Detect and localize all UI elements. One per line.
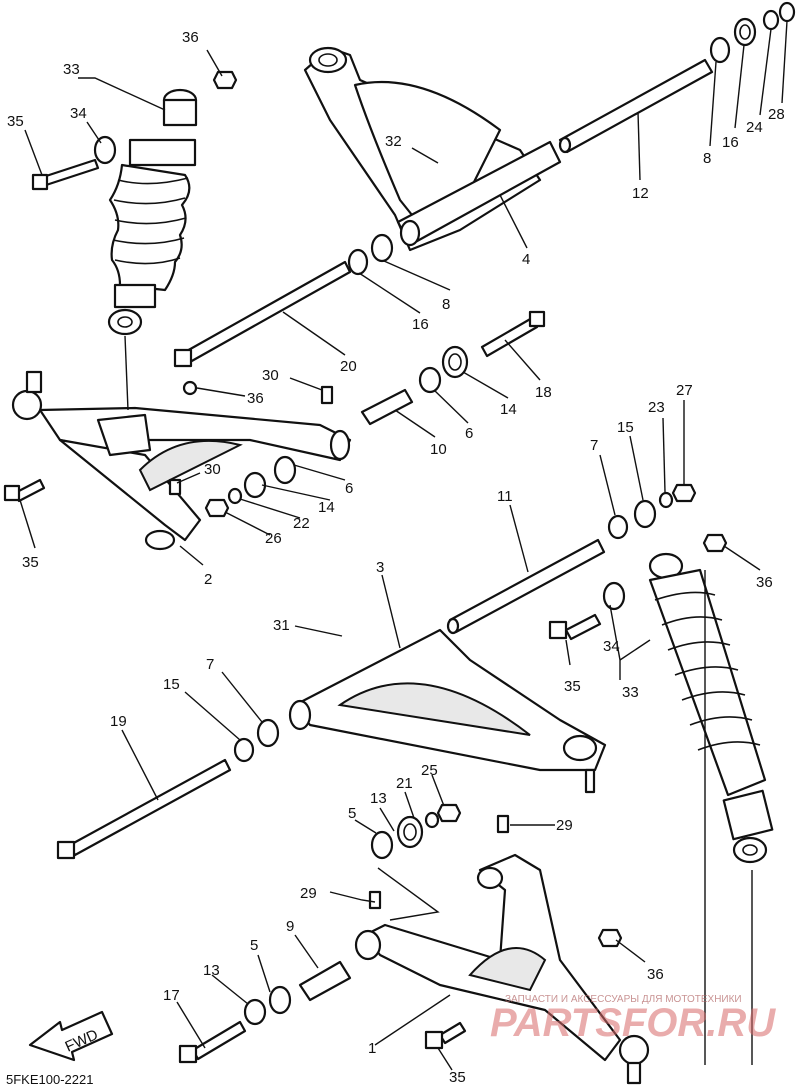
lower-arm-part-2 (11, 370, 352, 551)
watermark-brand: PARTSFOR.RU (490, 1001, 776, 1045)
callout-24: 24 (746, 119, 763, 136)
callout-34-a: 34 (70, 105, 87, 122)
callout-7-b: 7 (206, 656, 214, 673)
shaft-part-12 (558, 58, 714, 154)
washers-part-16-8-mid (347, 233, 394, 276)
callout-16-b: 16 (412, 316, 429, 333)
bushings-left-mid (233, 718, 280, 763)
callout-16-a: 16 (722, 134, 739, 151)
callout-36-b: 36 (247, 390, 264, 407)
right-top-hardware (607, 483, 697, 540)
callout-18: 18 (535, 384, 552, 401)
bolt-part-35-left (3, 478, 46, 503)
callout-17: 17 (163, 987, 180, 1004)
callout-29-a: 29 (556, 817, 573, 834)
shock-absorber-left (107, 88, 198, 336)
collar-part-34-top (93, 135, 117, 165)
callout-36-c: 36 (756, 574, 773, 591)
bolt-part-35-bottom (424, 1021, 467, 1050)
shaft-part-11 (446, 538, 606, 635)
callout-13-b: 13 (203, 962, 220, 979)
callout-25: 25 (421, 762, 438, 779)
collar-part-34-right (602, 581, 626, 611)
callout-1: 1 (368, 1040, 376, 1057)
callout-35-b: 35 (22, 554, 39, 571)
bushings-upper-right (709, 1, 796, 64)
callout-33-a: 33 (63, 61, 80, 78)
callout-20: 20 (340, 358, 357, 375)
callout-7-a: 7 (590, 437, 598, 454)
callout-23: 23 (648, 399, 665, 416)
shock-absorber-right (648, 552, 774, 864)
bolt-part-35-top (31, 158, 100, 191)
bushings-mid-row (168, 345, 469, 518)
callout-28: 28 (768, 106, 785, 123)
callout-labels: 36 33 34 35 32 12 8 16 24 28 4 8 16 20 1… (7, 29, 785, 1086)
callout-8-a: 8 (703, 150, 711, 167)
callout-5-a: 5 (348, 805, 356, 822)
upper-arm-part-3 (288, 628, 607, 794)
callout-36-d: 36 (647, 966, 664, 983)
bolt-part-35-right (548, 613, 602, 641)
watermark-tagline: ЗАПЧАСТИ И АКСЕССУАРЫ ДЛЯ МОТОТЕХНИКИ (505, 994, 742, 1005)
upper-arm-part-4 (303, 46, 562, 252)
callout-30-a: 30 (262, 367, 279, 384)
bolt-part-20 (173, 260, 352, 368)
callout-21: 21 (396, 775, 413, 792)
callout-22: 22 (293, 515, 310, 532)
callout-10: 10 (430, 441, 447, 458)
lower-arm-part-1 (354, 853, 650, 1085)
callout-9: 9 (286, 918, 294, 935)
callout-12: 12 (632, 185, 649, 202)
callout-35-d: 35 (449, 1069, 466, 1086)
nut-part-36-right (702, 533, 728, 553)
callout-35-a: 35 (7, 113, 24, 130)
callout-13-a: 13 (370, 790, 387, 807)
callout-35-c: 35 (564, 678, 581, 695)
callout-5-b: 5 (250, 937, 258, 954)
lower-left-hardware (243, 814, 510, 1026)
diagram-code: 5FKE100-2221 (6, 1072, 93, 1087)
callout-11: 11 (497, 488, 513, 505)
callout-3: 3 (376, 559, 384, 576)
bolt-part-17 (178, 1020, 247, 1064)
callout-30-b: 30 (204, 461, 221, 478)
watermark: ЗАПЧАСТИ И АКСЕССУАРЫ ДЛЯ МОТОТЕХНИКИ PA… (490, 994, 776, 1045)
callout-6-a: 6 (465, 425, 473, 442)
callout-19: 19 (110, 713, 127, 730)
callout-36-a: 36 (182, 29, 199, 46)
fwd-arrow-icon: FWD (28, 1010, 114, 1062)
callout-8-b: 8 (442, 296, 450, 313)
callout-14-a: 14 (500, 401, 517, 418)
callout-34-b: 34 (603, 638, 620, 655)
callout-6-b: 6 (345, 480, 353, 497)
bolt-part-18 (480, 310, 546, 358)
callout-32: 32 (385, 133, 402, 150)
mid-hardware-row (370, 803, 462, 860)
callout-4: 4 (522, 251, 530, 268)
nut-part-36-top (212, 70, 238, 90)
callout-15-a: 15 (617, 419, 634, 436)
nut-part-36-bottom (597, 928, 623, 948)
callout-33-b: 33 (622, 684, 639, 701)
callout-27: 27 (676, 382, 693, 399)
callout-15-b: 15 (163, 676, 180, 693)
callout-2: 2 (204, 571, 212, 588)
bolt-part-19 (56, 758, 232, 860)
callout-14-b: 14 (318, 499, 335, 516)
callout-29-b: 29 (300, 885, 317, 902)
callout-26: 26 (265, 530, 282, 547)
leader-lines (19, 20, 788, 1071)
callout-31: 31 (273, 617, 290, 634)
